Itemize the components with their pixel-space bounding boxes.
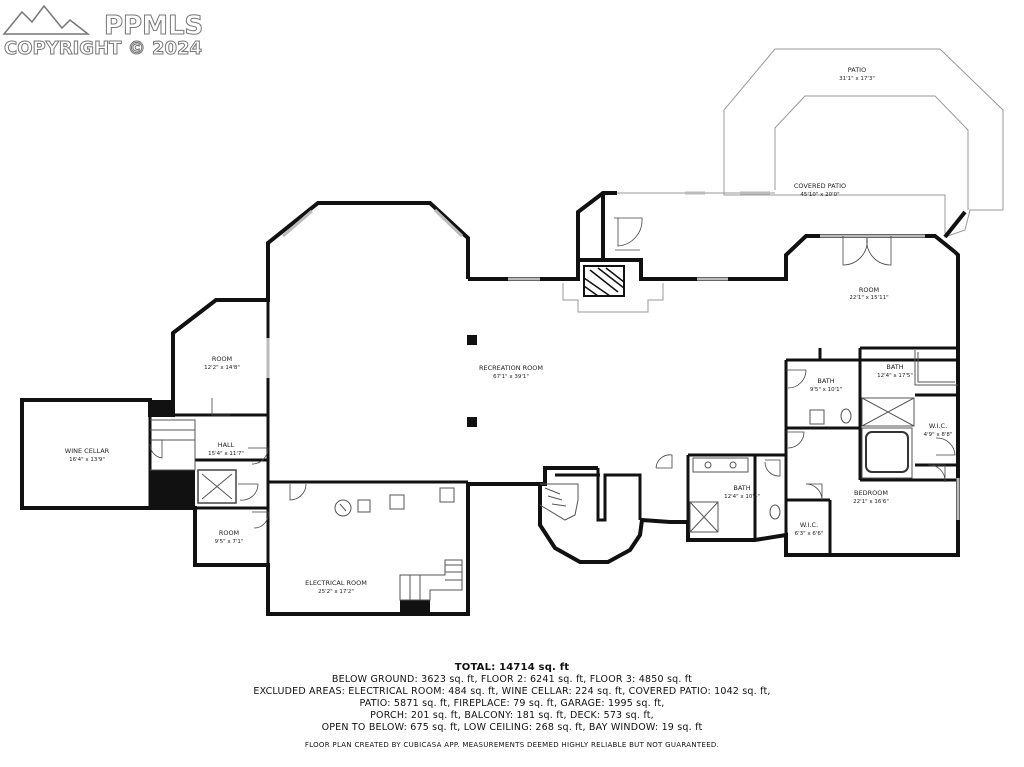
area-line: PORCH: 201 sq. ft, BALCONY: 181 sq. ft, … [370,710,654,721]
room-labels: PATIO 31'1" x 17'3" COVERED PATIO 45'10"… [65,66,953,595]
windows [266,191,960,520]
room-dim-electrical: 25'2" x 17'2" [318,589,354,595]
room-name-covered-patio: COVERED PATIO [794,182,846,190]
area-line: EXCLUDED AREAS: ELECTRICAL ROOM: 484 sq.… [253,686,771,697]
total-area: TOTAL: 14714 sq. ft [454,662,570,673]
room-name-wine-cellar: WINE CELLAR [65,447,110,455]
room-dim-room-small: 9'5" x 7'1" [215,539,244,545]
electrical-fixtures [334,487,455,517]
watermark-brand: PPMLS [104,11,203,41]
room-name-bath3: BATH [733,484,750,492]
room-dim-wic2: 6'3" x 6'6" [795,531,824,537]
area-line: BELOW GROUND: 3623 sq. ft, FLOOR 2: 6241… [331,674,693,685]
room-name-electrical: ELECTRICAL ROOM [305,579,367,587]
area-line: OPEN TO BELOW: 675 sq. ft, LOW CEILING: … [321,722,703,733]
room-dim-hall: 15'4" x 11'7" [208,451,244,457]
room-dim-bath1: 9'5" x 10'1" [810,387,842,393]
mountain-logo-icon [2,4,91,35]
watermark-copyright: COPYRIGHT © 2024 [4,38,202,59]
room-name-bedroom: BEDROOM [854,489,888,497]
room-name-bath1: BATH [817,377,834,385]
elevator [197,469,237,504]
interior-walls [148,300,468,565]
disclaimer: FLOOR PLAN CREATED BY CUBICASA APP. MEAS… [304,741,720,749]
room-name-wic1: W.I.C. [929,422,947,430]
column [467,417,477,427]
exterior-walls [20,201,598,616]
room-name-recreation: RECREATION ROOM [479,364,543,372]
wine-cellar-storage [150,470,195,508]
patio-outline [723,48,1004,238]
doors [149,217,956,529]
room-dim-covered-patio: 45'10" x 20'0" [800,192,839,198]
covered-patio-outline [774,95,969,210]
area-line: PATIO: 5871 sq. ft, FIREPLACE: 79 sq. ft… [359,698,665,709]
room-name-room-east: ROOM [859,286,879,294]
spiral-staircase [539,483,579,521]
room-name-wic2: W.I.C. [800,521,818,529]
room-dim-bath3: 12'4" x 10'4" [724,494,760,500]
electrical-panel [400,600,430,614]
ppmls-watermark: PPMLS COPYRIGHT © 2024 [2,4,204,60]
room-name-hall: HALL [218,441,235,449]
room-name-room-small: ROOM [219,529,239,537]
stairs-hall [150,419,196,471]
bath-fixtures [689,350,958,533]
room-dim-wic1: 4'9" x 8'8" [924,432,953,438]
room-dim-room-west: 12'2" x 14'8" [204,365,240,371]
room-dim-room-east: 22'1" x 15'11" [849,295,888,301]
room-dim-recreation: 67'1" x 39'1" [493,374,529,380]
room-name-patio: PATIO [848,66,866,74]
room-dim-wine-cellar: 16'4" x 13'9" [69,457,105,463]
room-name-room-west: ROOM [212,355,232,363]
stairs-electrical [399,559,463,601]
area-totals: TOTAL: 14714 sq. ft BELOW GROUND: 3623 s… [0,662,1024,734]
column [467,335,477,345]
room-name-bath2: BATH [886,363,903,371]
room-dim-patio: 31'1" x 17'3" [839,76,875,82]
fireplace [562,265,664,313]
room-dim-bedroom: 22'1" x 16'6" [853,499,889,505]
room-dim-bath2: 12'4" x 17'5" [877,373,913,379]
